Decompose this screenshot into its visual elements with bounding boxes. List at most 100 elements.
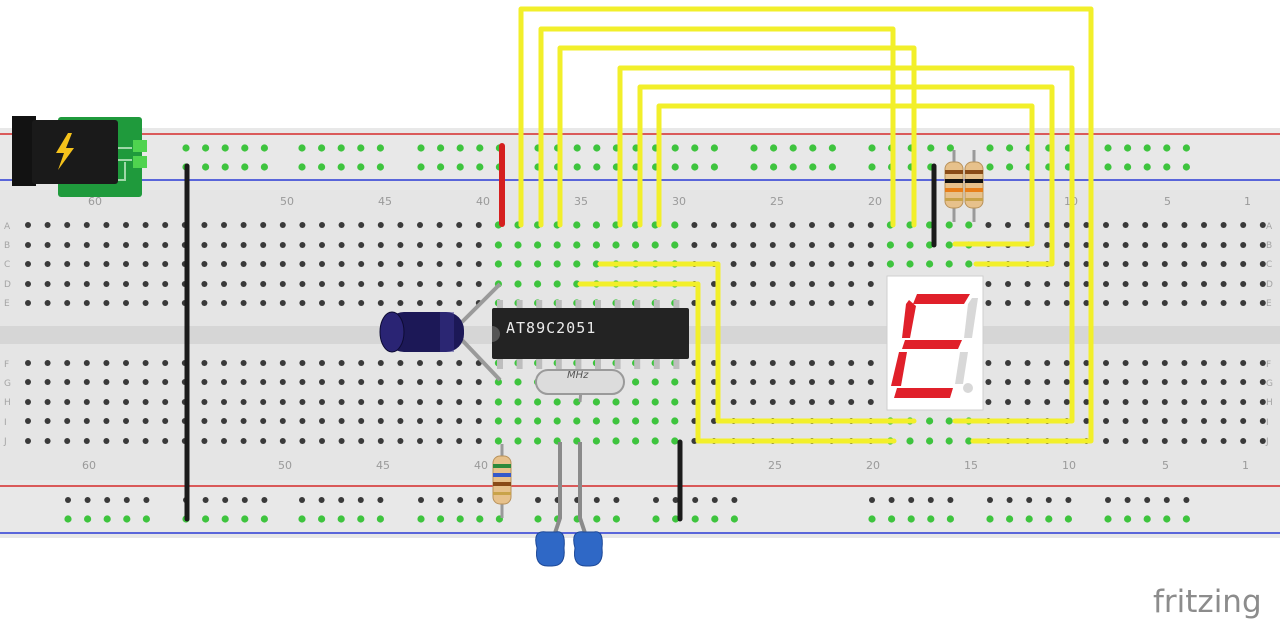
hole-bottom-10-3 <box>221 418 227 424</box>
hole-bottom-28-2 <box>573 398 581 406</box>
hole-top-2-2 <box>64 261 71 267</box>
hole-bottom-59-4 <box>1181 438 1188 444</box>
hole-bottom-24-1 <box>494 378 502 386</box>
hole-top-4-3 <box>103 281 110 287</box>
hole-bottom-59-2 <box>1181 399 1188 405</box>
hole-bottom-2-3 <box>64 418 71 424</box>
hole-top-60-2 <box>1201 261 1207 267</box>
hole-bottom-12-4 <box>260 438 267 444</box>
chip-pin-top-4 <box>575 300 582 310</box>
hole-top-31-1 <box>632 241 640 249</box>
hole-bottom-6-3 <box>142 418 149 424</box>
hole-top-57-4 <box>1142 300 1149 306</box>
hole-bottom-36-0 <box>730 360 737 366</box>
hole-top-37-2 <box>750 261 757 267</box>
hole-bottomrail-0-3-1 <box>123 515 131 523</box>
hole-bottom-11-0 <box>240 360 247 366</box>
hole-bottom-6-2 <box>142 399 149 405</box>
hole-top-25-3 <box>514 280 522 288</box>
yellow-wire-7 <box>597 261 917 424</box>
hole-bottom-15-3 <box>319 418 325 424</box>
hole-bottom-27-2 <box>553 398 561 406</box>
hole-top-50-3 <box>1005 281 1011 287</box>
yellow-wire-8 <box>577 281 897 444</box>
yellow-wire-4 <box>617 65 1075 424</box>
hole-bottomrail-5-1-1 <box>672 515 680 523</box>
hole-toprail-0-1-1 <box>202 163 210 171</box>
lightning-icon <box>56 133 74 170</box>
hole-top-47-0 <box>945 221 953 229</box>
hole-bottom-17-0 <box>358 360 365 366</box>
hole-top-4-1 <box>103 242 110 248</box>
hole-top-27-2 <box>553 260 561 268</box>
hole-bottom-58-3 <box>1161 418 1168 424</box>
hole-top-12-3 <box>260 281 267 287</box>
hole-bottom-14-0 <box>299 360 306 366</box>
hole-bottom-41-1 <box>828 379 835 385</box>
hole-top-20-4 <box>417 300 423 306</box>
hole-top-43-2 <box>867 261 874 267</box>
hole-top-39-1 <box>789 242 796 248</box>
hole-bottom-22-4 <box>456 438 463 444</box>
hole-bottom-7-1 <box>162 379 169 385</box>
hole-top-38-4 <box>769 300 776 306</box>
row-labels: A B C D E F G H I J A B C D E F G H I J <box>3 222 1273 447</box>
hole-top-62-4 <box>1240 300 1247 306</box>
hole-bottom-50-0 <box>1005 360 1011 366</box>
hole-bottom-5-4 <box>123 438 129 444</box>
hole-bottom-57-2 <box>1142 399 1149 405</box>
hole-bottom-40-0 <box>809 360 815 366</box>
seven-segment-display <box>886 275 984 411</box>
hole-bottom-19-1 <box>397 379 404 385</box>
hole-bottom-57-4 <box>1142 438 1149 444</box>
hole-top-41-0 <box>828 222 835 228</box>
hole-top-55-2 <box>1103 261 1109 267</box>
hole-top-17-3 <box>358 281 365 287</box>
hole-bottom-3-2 <box>83 399 90 405</box>
hole-bottom-29-4 <box>592 437 601 445</box>
hole-toprail-3-2-0 <box>573 144 581 152</box>
hole-toprail-5-3-1 <box>809 163 817 171</box>
col-label-bottom-40: 40 <box>474 459 488 472</box>
hole-top-40-0 <box>809 222 815 228</box>
chip-pin-top-0 <box>497 300 503 310</box>
hole-top-60-4 <box>1201 300 1207 306</box>
hole-toprail-8-4-0 <box>1182 144 1190 152</box>
hole-bottomrail-2-4-1 <box>376 515 384 523</box>
hole-top-40-3 <box>809 281 815 287</box>
hole-bottom-10-2 <box>221 399 227 405</box>
hole-top-18-3 <box>377 281 384 287</box>
hole-bottom-45-4 <box>906 437 914 445</box>
hole-top-10-4 <box>221 300 227 306</box>
hole-top-48-2 <box>965 260 973 268</box>
hole-top-22-0 <box>456 222 463 228</box>
hole-bottom-15-1 <box>319 379 325 385</box>
hole-bottom-38-0 <box>769 360 776 366</box>
hole-top-46-2 <box>926 260 934 268</box>
hole-top-11-2 <box>240 261 247 267</box>
hole-bottom-10-0 <box>221 360 227 366</box>
hole-toprail-5-4-0 <box>828 144 837 152</box>
display-segment-g <box>902 340 962 349</box>
yellow-wire-6 <box>656 103 1035 247</box>
hole-bottomrail-8-0-1 <box>1104 515 1112 523</box>
hole-top-20-1 <box>417 242 423 248</box>
hole-bottom-9-4 <box>201 438 208 444</box>
hole-bottom-5-1 <box>123 379 129 385</box>
hole-bottom-57-3 <box>1142 418 1149 424</box>
hole-toprail-1-4-0 <box>376 144 384 152</box>
hole-top-12-4 <box>260 300 267 306</box>
hole-bottom-12-2 <box>260 399 267 405</box>
col-label-bottom-25: 25 <box>768 459 782 472</box>
hole-top-41-4 <box>828 300 835 306</box>
chip-pin-top-5 <box>595 300 601 310</box>
hole-top-54-3 <box>1083 281 1090 287</box>
hole-top-14-2 <box>299 261 306 267</box>
hole-bottomrail-0-0-0 <box>65 497 71 503</box>
hole-top-25-1 <box>514 241 522 249</box>
hole-bottomrail-4-4-0 <box>613 497 620 503</box>
hole-top-32-1 <box>651 241 659 249</box>
hole-top-13-4 <box>279 300 286 306</box>
hole-bottom-14-4 <box>299 438 306 444</box>
power-jack-pin-2 <box>133 156 147 168</box>
